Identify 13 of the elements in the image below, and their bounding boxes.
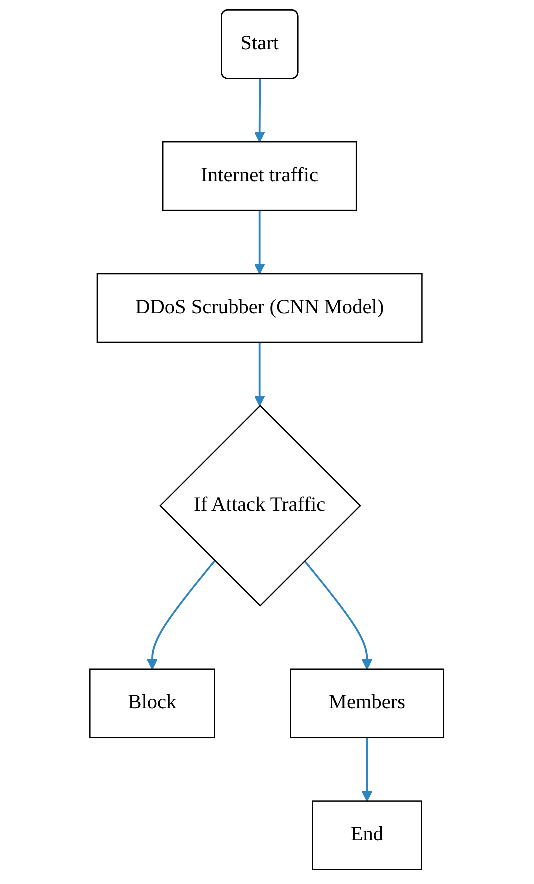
arrow (304, 560, 373, 670)
arrow (254, 210, 266, 274)
node-box (96, 273, 423, 344)
arrow (146, 560, 216, 670)
arrow (254, 79, 266, 143)
arrow (254, 342, 266, 406)
node-box (162, 141, 358, 212)
node-box (290, 668, 444, 739)
node-box (90, 668, 216, 739)
node-box (312, 800, 422, 870)
arrow (362, 738, 373, 802)
flowchart: Start Internet traffic DDoS Scrubber (CNN Model) If Attack Traffic Block Members End (80, 0, 454, 880)
node-diamond (160, 405, 362, 607)
